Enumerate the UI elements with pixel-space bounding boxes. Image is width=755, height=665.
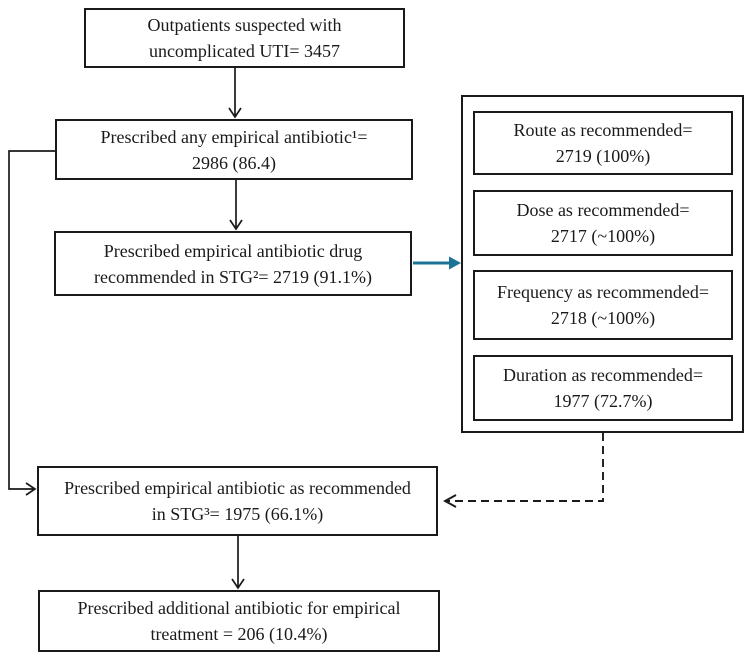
box-stg-overall: Prescribed empirical antibiotic as recom… xyxy=(37,466,438,536)
arrow-feedback-any-empirical-to-stg-overall xyxy=(8,150,55,496)
box-additional-line2: treatment = 206 (10.4%) xyxy=(150,624,328,644)
box-route: Route as recommended= 2719 (100%) xyxy=(473,111,733,175)
box-duration-line2: 1977 (72.7%) xyxy=(553,391,653,411)
box-dose-line2: 2717 (~100%) xyxy=(550,226,656,246)
box-route-line1: Route as recommended= xyxy=(513,120,693,140)
box-frequency-line1: Frequency as recommended= xyxy=(496,282,710,302)
box-stg-drug-line2: recommended in STG²= 2719 (91.1%) xyxy=(94,266,372,287)
box-any-empirical-line1: Prescribed any empirical antibiotic¹= xyxy=(100,126,368,147)
blue-arrow-stg-drug-to-panel-head xyxy=(449,256,461,270)
box-outpatients-line1: Outpatients suspected with xyxy=(147,15,342,35)
box-outpatients-line2: uncomplicated UTI= 3457 xyxy=(148,41,341,61)
arrow-any-empirical-to-stg-drug xyxy=(229,180,243,231)
box-frequency: Frequency as recommended= 2718 (~100%) xyxy=(473,270,733,340)
box-dose: Dose as recommended= 2717 (~100%) xyxy=(473,190,733,256)
box-outpatients: Outpatients suspected with uncomplicated… xyxy=(84,8,405,68)
box-route-line2: 2719 (100%) xyxy=(555,146,651,166)
dashed-line-panel-to-stg-overall xyxy=(447,433,604,502)
box-stg-drug: Prescribed empirical antibiotic drug rec… xyxy=(54,231,412,296)
box-frequency-line2: 2718 (~100%) xyxy=(550,308,656,328)
arrow-stg-overall-to-additional xyxy=(231,536,245,590)
box-any-empirical-line2: 2986 (86.4) xyxy=(192,152,276,173)
box-duration: Duration as recommended= 1977 (72.7%) xyxy=(473,355,733,421)
box-stg-overall-line1: Prescribed empirical antibiotic as recom… xyxy=(64,478,411,498)
arrow-outpatients-to-any-empirical xyxy=(228,68,242,119)
box-stg-overall-line2: in STG³= 1975 (66.1%) xyxy=(151,504,324,524)
box-any-empirical: Prescribed any empirical antibiotic¹= 29… xyxy=(55,119,413,180)
box-stg-drug-line1: Prescribed empirical antibiotic drug xyxy=(103,240,363,261)
box-additional-line1: Prescribed additional antibiotic for emp… xyxy=(77,598,401,618)
box-duration-line1: Duration as recommended= xyxy=(502,365,704,385)
box-dose-line1: Dose as recommended= xyxy=(516,200,690,220)
dashed-arrowhead-panel-to-stg-overall xyxy=(443,494,457,508)
box-additional: Prescribed additional antibiotic for emp… xyxy=(38,590,440,652)
